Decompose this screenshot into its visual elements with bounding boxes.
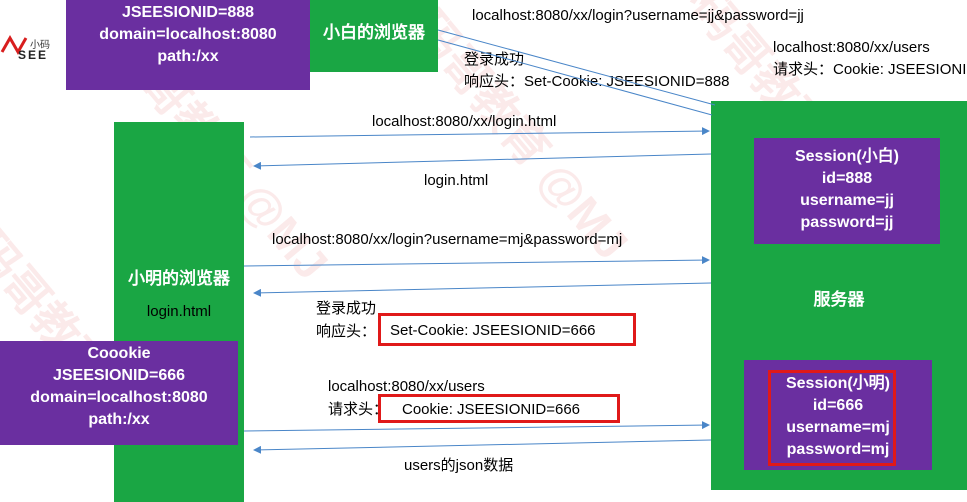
- arrow-req-login-html: [249, 127, 710, 138]
- msg-req-users-cookie: Cookie: JSEESIONID=666: [402, 401, 581, 418]
- msg-req-users: localhost:8080/xx/users: [328, 378, 485, 395]
- msg-resp-users: users的json数据: [404, 457, 514, 474]
- session-xiaoming: Session(小明) id=666 username=mj password=…: [744, 360, 932, 470]
- session-xiaobai: Session(小白) id=888 username=jj password=…: [754, 138, 940, 244]
- arrow-resp-login-html: [253, 153, 712, 170]
- msg-resp-login-html: login.html: [424, 172, 489, 189]
- msg-req-login: localhost:8080/xx/login?username=mj&pass…: [272, 231, 623, 248]
- arrow-resp-users: [253, 439, 712, 454]
- top-users-line1: localhost:8080/xx/users: [773, 39, 930, 56]
- xiaoming-page-label: login.html: [146, 303, 212, 320]
- session-line: id=666: [812, 397, 864, 414]
- session-xiaoming-highlight: [768, 370, 896, 466]
- xiaobai-browser: 小白的浏览器: [310, 0, 438, 72]
- logo: 小码 SEE: [0, 30, 66, 66]
- logo-mark-icon: [0, 34, 28, 56]
- arrow-req-users: [243, 421, 710, 432]
- session-line: password=jj: [800, 214, 894, 231]
- top-request-label: localhost:8080/xx/login?username=jj&pass…: [472, 7, 804, 24]
- arrow-top-diagonal-2: [437, 39, 713, 116]
- top-response-line1: 登录成功: [464, 51, 525, 68]
- session-line: username=mj: [786, 419, 890, 436]
- session-line: Session(小明): [785, 375, 891, 392]
- cookie-line: JSEESIONID=888: [121, 4, 255, 21]
- logo-cn: 小码: [30, 40, 50, 51]
- arrow-top-diagonal: [437, 29, 716, 106]
- logo-en: SEE: [18, 48, 49, 62]
- msg-req-login-html: localhost:8080/xx/login.html: [372, 113, 557, 130]
- xiaobai-browser-title: 小白的浏览器: [323, 23, 425, 42]
- xiaoming-cookie: Coookie JSEESIONID=666 domain=localhost:…: [0, 341, 238, 445]
- xiaoming-browser-title: 小明的浏览器: [128, 269, 230, 288]
- session-line: password=mj: [786, 441, 890, 458]
- session-line: Session(小白): [794, 148, 900, 165]
- top-response-line2: 响应头：Set-Cookie: JSEESIONID=888: [464, 73, 730, 90]
- server-title: 服务器: [813, 290, 865, 309]
- set-cookie-highlight: [378, 313, 636, 346]
- cookie-line: domain=localhost:8080: [99, 26, 277, 43]
- cookie-request-highlight: [378, 394, 620, 423]
- cookie-line: domain=localhost:8080: [30, 389, 208, 406]
- msg-req-users-prefix: 请求头：: [328, 401, 389, 418]
- msg-resp-success-line1: 登录成功: [316, 300, 377, 317]
- arrow-req-login: [243, 256, 710, 267]
- xiaobai-cookie: JSEESIONID=888 domain=localhost:8080 pat…: [66, 0, 310, 90]
- cookie-line: path:/xx: [88, 411, 150, 428]
- top-users-line2: 请求头：Cookie: JSEESIONI: [773, 61, 967, 78]
- msg-resp-success-cookie: Set-Cookie: JSEESIONID=666: [390, 322, 596, 339]
- cookie-line: path:/xx: [157, 48, 219, 65]
- cookie-line: Coookie: [87, 345, 151, 362]
- session-line: id=888: [821, 170, 873, 187]
- arrow-resp-success: [253, 282, 712, 297]
- cookie-line: JSEESIONID=666: [52, 367, 186, 384]
- msg-resp-success-prefix: 响应头：: [316, 323, 377, 340]
- session-line: username=jj: [800, 192, 894, 209]
